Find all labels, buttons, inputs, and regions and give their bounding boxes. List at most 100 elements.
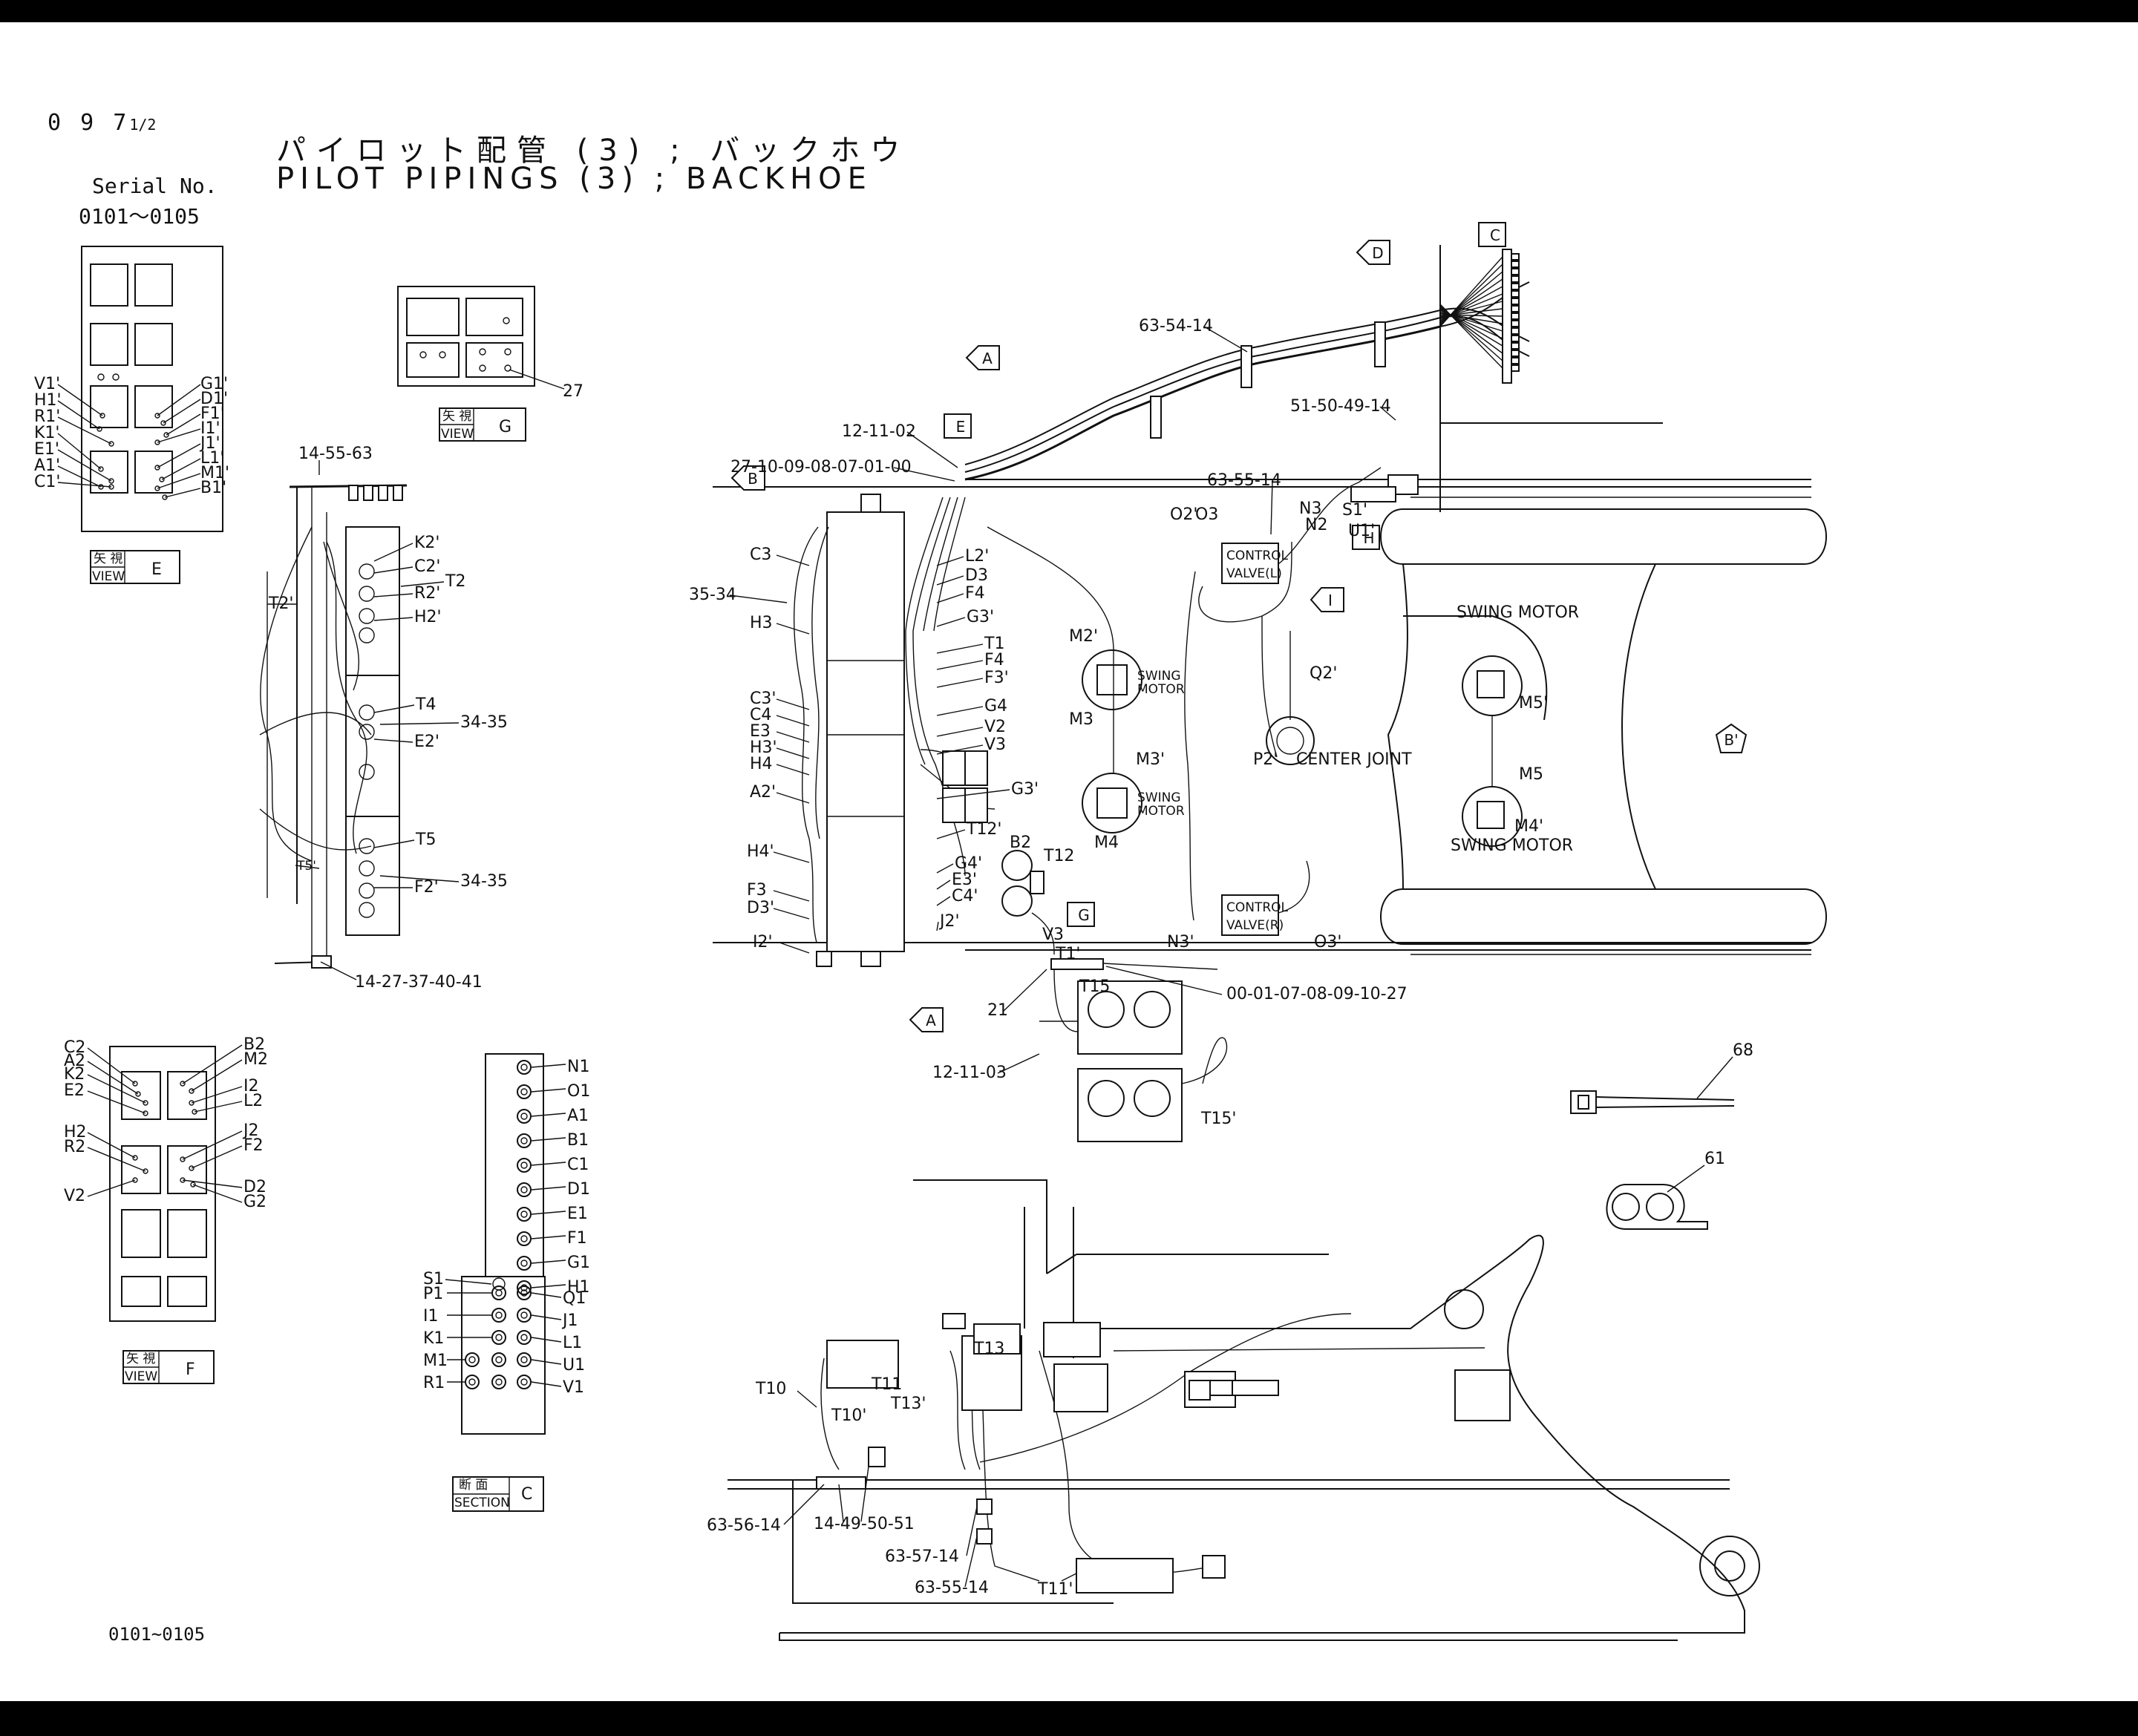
side-view-label-0: K2' <box>414 534 439 552</box>
swing-label-3: M4 <box>1094 833 1119 852</box>
section-c-label-3: B1 <box>567 1131 589 1150</box>
valve-label-4: S1' <box>1342 501 1367 520</box>
clip-part-number: 61 <box>1704 1150 1725 1168</box>
view-f-label-r-5: F2 <box>243 1136 264 1155</box>
view-f-label-r-0: B2 <box>243 1035 265 1054</box>
part-number-8: 12-11-03 <box>932 1064 1007 1082</box>
view-marker-letter-8: A <box>926 1012 936 1029</box>
page-number: 0 9 71/2 <box>48 110 157 136</box>
swing-label-4: M5' <box>1519 694 1548 713</box>
center-label-21: T15' <box>1200 1110 1236 1128</box>
center-label-14: C4' <box>952 887 978 905</box>
section-c-pair-left-2: K1 <box>423 1329 444 1348</box>
center-label-19: T1' <box>1055 945 1080 963</box>
center-label-12: G4' <box>955 854 982 873</box>
part-number-4: 63-55-14 <box>1207 471 1281 490</box>
serial-range: 0101〜0105 <box>79 204 200 229</box>
view-e-label-r-1: D1' <box>200 390 228 408</box>
left-label-8: H4' <box>747 842 774 861</box>
control-valve-l-line-2: VALVE(L) <box>1226 566 1282 581</box>
serial-label: Serial No. <box>92 174 218 198</box>
view-f-label-r-7: G2 <box>243 1193 267 1211</box>
side-view-bottom-part: 14-27-37-40-41 <box>355 973 483 992</box>
swing-motor-small-2: MOTOR <box>1137 682 1185 697</box>
boom-label-5: 63-56-14 <box>707 1516 781 1535</box>
section-c-label-5: D1 <box>567 1180 590 1199</box>
center-label-11: T12' <box>966 820 1001 839</box>
left-label-4: E3 <box>750 722 771 741</box>
center-label-20: T15 <box>1079 977 1110 996</box>
view-marker-2: C <box>1478 222 1506 247</box>
side-view-label-12: F2' <box>414 878 439 897</box>
view-f-letter: F <box>186 1360 195 1379</box>
section-c-pair-right-1: J1 <box>561 1311 578 1330</box>
view-e-label-0: V1' <box>34 375 60 393</box>
section-c-label-6: E1 <box>567 1205 588 1223</box>
swing-motor-small-3: SWING <box>1137 790 1181 805</box>
view-e-diagram: V1'H1'R1'K1'E1'A1'C1' G1'D1'F1'I1'J1'L1'… <box>34 246 229 584</box>
view-f-label-5: R2 <box>64 1138 85 1156</box>
view-e-label-6: C1' <box>34 473 60 491</box>
view-f-caption-jp: 矢 視 <box>126 1352 155 1366</box>
center-label-9: V3 <box>984 736 1006 754</box>
part-number-5: 35-34 <box>689 586 736 604</box>
swing-label-2: M3' <box>1136 750 1165 769</box>
center-label-18: V3 <box>1042 926 1064 944</box>
view-f-caption-en: VIEW <box>125 1369 157 1384</box>
view-g-letter: G <box>499 418 511 436</box>
view-marker-letter-9: B' <box>1724 731 1738 749</box>
boom-label-1: T10 <box>755 1380 786 1398</box>
joint-label-0: Q2' <box>1310 664 1337 683</box>
center-label-7: G4 <box>984 697 1007 715</box>
section-c-pair-left-0: P1 <box>423 1285 443 1303</box>
section-c-caption-jp: 断 面 <box>459 1478 488 1493</box>
view-e-caption-jp: 矢 視 <box>94 551 122 566</box>
view-f-label-r-4: J2 <box>242 1121 259 1140</box>
section-c-pair-right-2: L1 <box>563 1334 582 1352</box>
side-view-label-7: 34-35 <box>460 713 508 732</box>
side-view-label-4: H2' <box>414 608 442 626</box>
view-e-label-r-6: M1' <box>200 464 229 482</box>
swing-label-1: M3 <box>1069 710 1093 729</box>
valve-label-5: U1' <box>1348 522 1375 540</box>
view-e-label-r-4: J1' <box>199 434 220 453</box>
part-number-0: 63-54-14 <box>1139 317 1213 335</box>
view-e-label-r-3: I1' <box>200 419 220 438</box>
boom-label-4: T13' <box>890 1395 926 1413</box>
center-label-17: T12 <box>1043 847 1074 865</box>
side-view-label-1: C2' <box>414 557 440 576</box>
section-c-label-8: G1 <box>567 1254 590 1272</box>
center-label-13: E3' <box>952 871 977 889</box>
view-f-label-6: V2 <box>64 1187 85 1205</box>
view-e-label-r-2: F1' <box>200 404 225 423</box>
view-e-label-r-0: G1' <box>200 375 228 393</box>
section-c-pair-left-4: R1 <box>423 1374 445 1392</box>
drawing-sheet: 0 9 71/2 パイロット配管 (3) ; バックホウ PILOT PIPIN… <box>0 22 2138 1701</box>
swing-label-5: M5 <box>1519 765 1543 784</box>
swing-motor-small-1: SWING <box>1137 669 1181 684</box>
center-label-2: F4 <box>965 584 985 603</box>
title-english: PILOT PIPINGS (3) ; BACKHOE <box>276 162 872 196</box>
section-c-pair-right-0: Q1 <box>563 1289 586 1308</box>
view-e-label-5: A1' <box>34 456 60 475</box>
section-c-label-4: C1 <box>567 1156 589 1174</box>
boom-label-9: T11' <box>1037 1580 1073 1599</box>
footer-serial-range: 0101~0105 <box>108 1624 206 1645</box>
valve-label-6: N3' <box>1167 933 1194 951</box>
clip-part: 61 <box>1606 1150 1725 1230</box>
view-marker-letter-6: H <box>1363 529 1374 547</box>
view-marker-7: I <box>1310 587 1344 612</box>
side-view-label-8: E2' <box>414 733 439 751</box>
center-label-1: D3 <box>965 566 988 585</box>
view-f-label-r-3: L2 <box>243 1092 263 1110</box>
valve-label-2: N3 <box>1299 499 1321 518</box>
swing-motor-small-4: MOTOR <box>1137 804 1185 819</box>
view-e-label-r-7: B1' <box>200 479 226 497</box>
left-label-0: C3 <box>750 546 771 564</box>
section-c-label-0: N1 <box>567 1058 589 1076</box>
view-g-diagram: 27 矢 視 VIEW G <box>397 286 583 442</box>
side-view-label-3: R2' <box>414 584 440 603</box>
left-label-10: D3' <box>747 899 774 917</box>
